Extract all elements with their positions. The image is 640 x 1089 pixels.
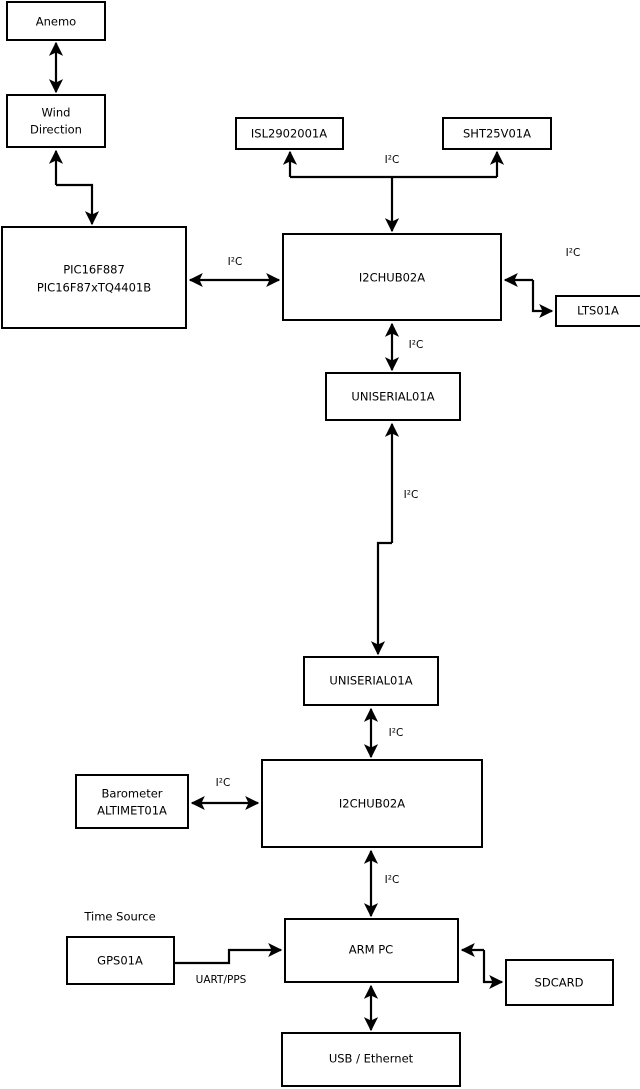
- node-gps01a-label: GPS01A: [97, 954, 143, 968]
- node-anemo[interactable]: Anemo: [6, 1, 106, 41]
- node-i2chub02a-bottom-label: I2CHUB02A: [339, 797, 405, 811]
- node-barometer[interactable]: Barometer ALTIMET01A: [75, 774, 189, 829]
- node-isl2902001a[interactable]: ISL2902001A: [235, 117, 344, 150]
- node-uniserial01a-top-label: UNISERIAL01A: [351, 390, 434, 404]
- node-pic-mcu-label-1: PIC16F887: [63, 263, 125, 277]
- node-barometer-label-2: ALTIMET01A: [97, 804, 167, 818]
- node-usb-ethernet-label: USB / Ethernet: [329, 1052, 414, 1066]
- node-uniserial01a-top[interactable]: UNISERIAL01A: [325, 372, 461, 421]
- edge-label-i2c-uniserial-hub-bottom: I²C: [389, 727, 404, 739]
- label-time-source: Time Source: [83, 910, 155, 924]
- node-pic-mcu-label-2: PIC16F87xTQ4401B: [37, 281, 151, 295]
- edges-layer: [48, 41, 554, 1032]
- node-uniserial01a-bottom-label: UNISERIAL01A: [329, 674, 412, 688]
- node-i2chub02a-bottom[interactable]: I2CHUB02A: [261, 759, 483, 848]
- edge-labels-layer: I²C I²C I²C I²C I²C I²C I²C I²C UART/PPS: [196, 154, 581, 986]
- edge-hub-to-lts: [531, 280, 554, 319]
- node-wind-direction[interactable]: Wind Direction: [6, 94, 106, 148]
- node-lts01a-label: LTS01A: [577, 304, 619, 318]
- edge-label-i2c-hub-lts: I²C: [566, 247, 581, 259]
- edge-gps-arm: [174, 942, 283, 965]
- node-lts01a[interactable]: LTS01A: [555, 295, 640, 327]
- node-wind-direction-label-1: Wind: [42, 106, 71, 120]
- edge-label-i2c-uniserial-link: I²C: [404, 489, 419, 501]
- node-i2chub02a-top-label: I2CHUB02A: [359, 271, 425, 285]
- node-i2chub02a-top[interactable]: I2CHUB02A: [282, 233, 502, 321]
- edge-uniserial-link-route: [370, 541, 392, 656]
- node-arm-pc[interactable]: ARM PC: [284, 918, 459, 983]
- node-sdcard[interactable]: SDCARD: [505, 959, 614, 1006]
- edge-arm-to-sdcard: [482, 950, 504, 990]
- node-sht25v01a-label: SHT25V01A: [463, 127, 531, 141]
- edge-label-i2c-hub-arm: I²C: [385, 874, 400, 886]
- node-uniserial01a-bottom[interactable]: UNISERIAL01A: [303, 656, 439, 706]
- node-sht25v01a[interactable]: SHT25V01A: [442, 117, 552, 150]
- edge-label-i2c-pic-hub: I²C: [228, 256, 243, 268]
- node-sdcard-label: SDCARD: [535, 976, 584, 990]
- node-gps01a[interactable]: GPS01A: [66, 936, 175, 985]
- free-labels-layer: Time Source: [83, 910, 155, 924]
- node-pic-mcu[interactable]: PIC16F887 PIC16F87xTQ4401B: [1, 226, 187, 329]
- edge-label-i2c-barometer-hub: I²C: [216, 777, 231, 789]
- node-barometer-label-1: Barometer: [101, 787, 162, 801]
- edge-wind-pic-route: [56, 183, 100, 226]
- node-anemo-label: Anemo: [36, 15, 76, 29]
- node-usb-ethernet[interactable]: USB / Ethernet: [281, 1032, 461, 1087]
- node-arm-pc-label: ARM PC: [349, 943, 393, 957]
- node-wind-direction-label-2: Direction: [30, 123, 82, 137]
- edge-label-i2c-hub-uniserial: I²C: [409, 339, 424, 351]
- edge-label-i2c-sensor-bus: I²C: [385, 154, 400, 166]
- node-isl2902001a-label: ISL2902001A: [251, 127, 327, 141]
- edge-label-uart-pps: UART/PPS: [196, 974, 247, 986]
